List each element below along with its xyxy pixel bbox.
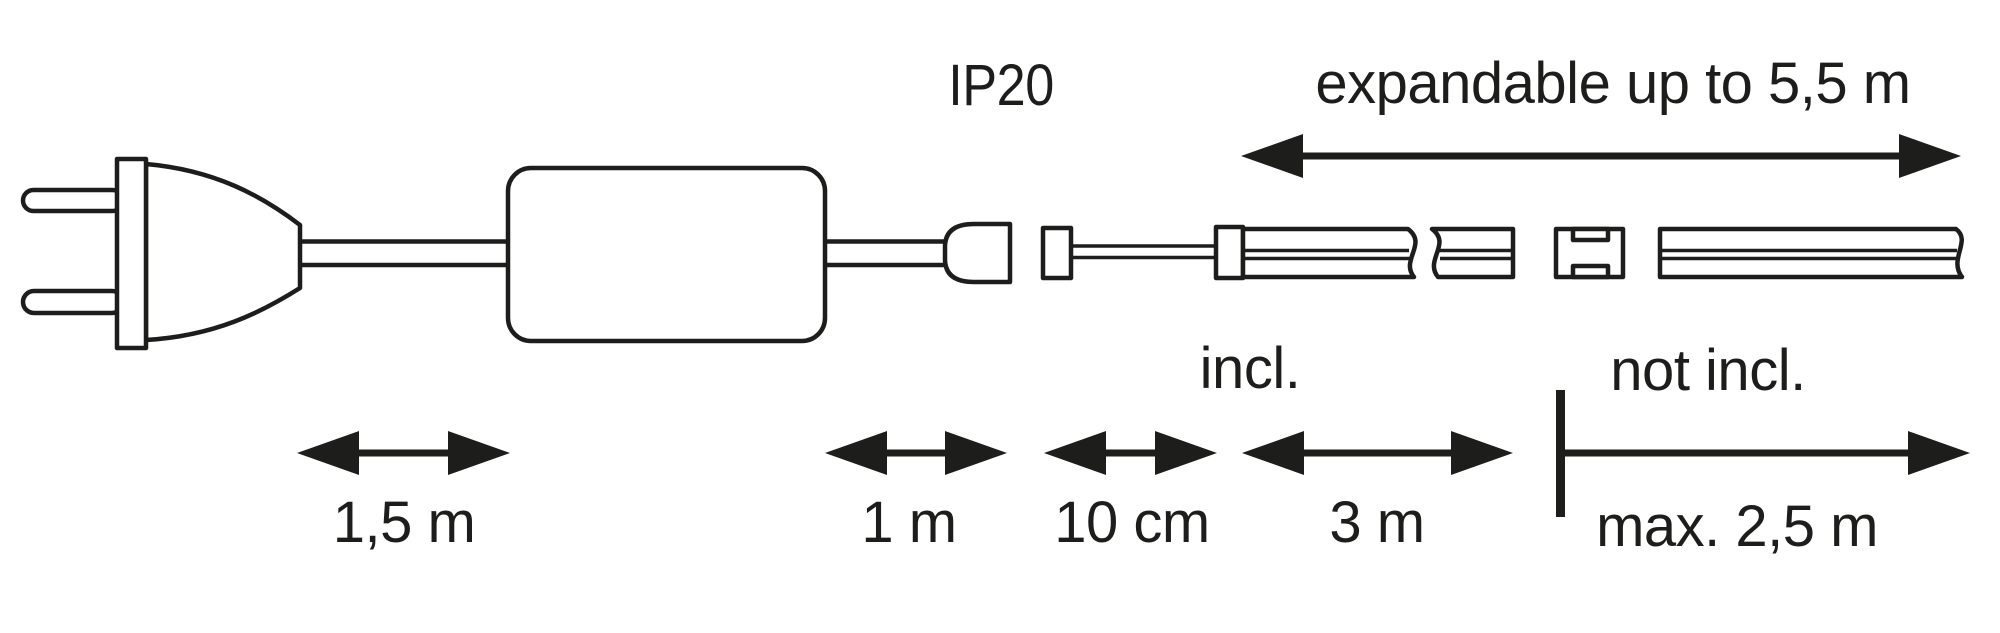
clip-notch-bottom [1570,263,1611,280]
connector-lead-wires [1071,244,1216,260]
extension-strip-channel-lines [1660,248,1960,261]
extension-strip [1657,226,1965,280]
mains-cable [300,239,508,268]
included-label: incl. [1199,336,1301,401]
not-included-label: not incl. [1610,338,1806,403]
strip-end-cap [1213,224,1246,281]
measurement-plug-cable: 1,5 m [332,490,476,555]
socket-connector [1040,225,1074,281]
ip-rating-label: IP20 [948,53,1054,118]
power-plug [20,156,303,351]
plug-body [143,161,303,343]
strip-plug-connector [942,221,1013,285]
dimension-arrow-strip-icon [1242,431,1513,475]
expandable-range-arrow-icon [1241,134,1961,178]
dimension-arrow-plug-cable-icon [297,431,510,475]
plug-pin-bottom [20,288,126,316]
plug-pin-top [20,187,126,214]
measurement-strip-length: 3 m [1329,490,1425,555]
strip-channel-lines-1 [1243,248,1412,261]
dimension-arrow-extension-icon [1556,390,1970,517]
measurement-extension-max: max. 2,5 m [1596,494,1878,559]
led-strip-segment-2 [1429,226,1516,280]
plug-face-plate [114,156,149,351]
measurement-connector-lead: 10 cm [1054,490,1210,555]
clip-notch-top [1570,226,1611,243]
expandable-label: expandable up to 5,5 m [1315,51,1911,116]
dimension-arrow-connector-lead-icon [1044,431,1217,475]
driver-box [505,165,828,344]
measurement-driver-cable: 1 m [861,490,957,555]
dimension-arrow-driver-cable-icon [825,431,1007,475]
secondary-cable [825,239,945,268]
led-strip-segment-1 [1240,226,1418,280]
clip-connector [1553,226,1626,280]
strip-channel-lines-2 [1437,248,1513,261]
